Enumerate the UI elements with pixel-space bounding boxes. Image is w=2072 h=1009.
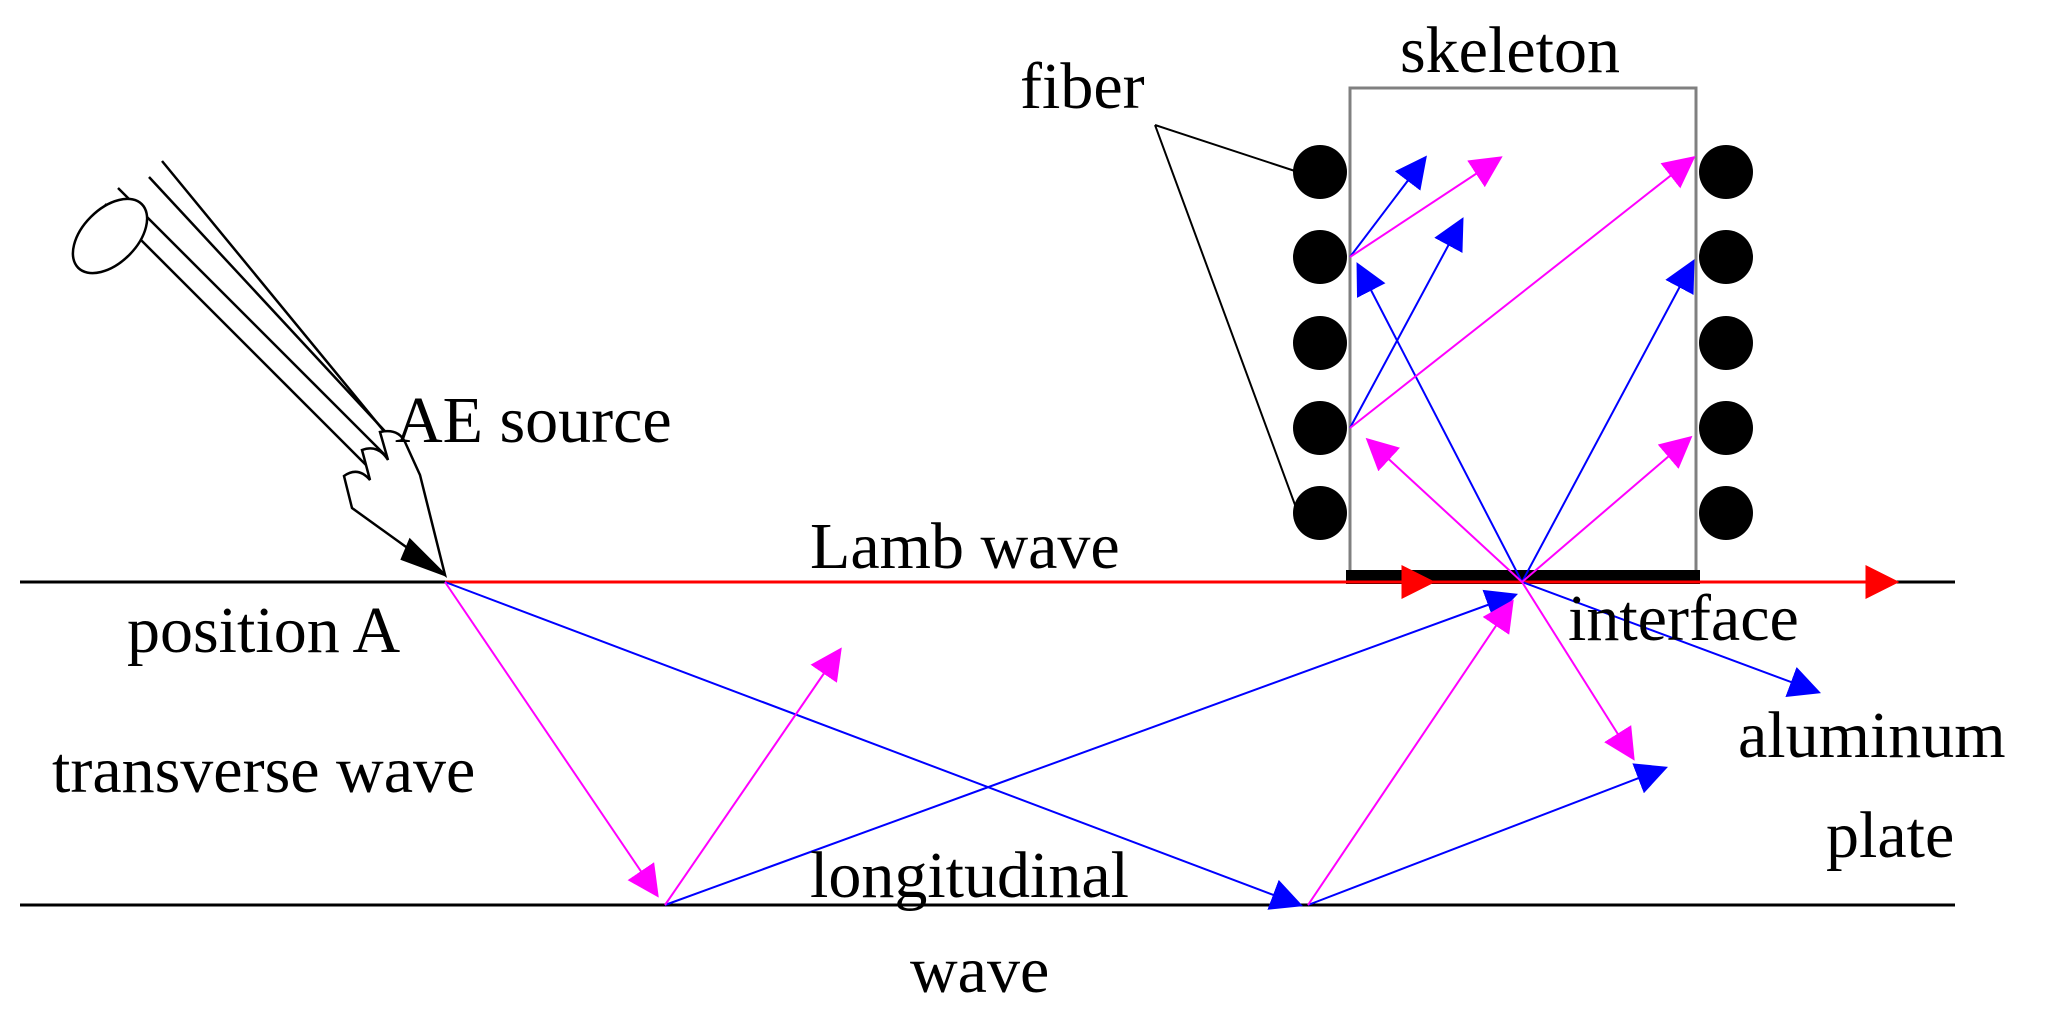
fiber-column-left	[1293, 145, 1347, 540]
transverse-ray	[444, 581, 659, 898]
longitudinal-rays	[444, 155, 1821, 910]
fiber-dot	[1699, 316, 1753, 370]
fiber-label: fiber	[1020, 50, 1145, 123]
position-a-label: position A	[127, 594, 401, 667]
fiber-dot	[1699, 486, 1753, 540]
fiber-dot	[1293, 145, 1347, 199]
ae-source-label: AE source	[395, 384, 672, 457]
transverse-ray	[1521, 435, 1693, 583]
longitudinal-ray	[664, 589, 1519, 906]
transverse-ray	[1349, 156, 1696, 429]
fiber-leader-line	[1154, 124, 1299, 514]
longitudinal-ray	[1356, 262, 1523, 583]
interface-label: interface	[1568, 582, 1799, 655]
fiber-dot	[1293, 401, 1347, 455]
skeleton-label: skeleton	[1400, 14, 1620, 87]
plate-label: plate	[1826, 799, 1954, 872]
fiber-dot	[1699, 145, 1753, 199]
transverse-ray	[664, 647, 842, 906]
fiber-dot	[1293, 486, 1347, 540]
longitudinal-ray	[1349, 217, 1464, 429]
longitudinal-ray	[1521, 259, 1695, 583]
transverse-ray	[1349, 156, 1503, 258]
longitudinal-ray	[1349, 155, 1427, 258]
transverse-ray	[1365, 437, 1523, 583]
fiber-dot	[1699, 401, 1753, 455]
longitudinal-label: longitudinal	[810, 839, 1129, 912]
fiber-dot	[1699, 230, 1753, 284]
transverse-ray	[1521, 581, 1635, 761]
fiber-dot	[1293, 316, 1347, 370]
fiber-dot	[1293, 230, 1347, 284]
longitudinal-ray	[1307, 763, 1668, 906]
transverse-wave-label: transverse wave	[52, 734, 475, 807]
lamb-wave-label: Lamb wave	[810, 510, 1120, 583]
wave-label: wave	[910, 934, 1049, 1007]
aluminum-label: aluminum	[1738, 699, 2006, 772]
transverse-rays	[444, 156, 1696, 906]
pencil-icon	[71, 160, 448, 579]
longitudinal-ray	[1521, 581, 1821, 697]
fiber-column-right	[1699, 145, 1753, 540]
longitudinal-ray	[444, 581, 1303, 910]
transverse-ray	[1307, 599, 1514, 906]
